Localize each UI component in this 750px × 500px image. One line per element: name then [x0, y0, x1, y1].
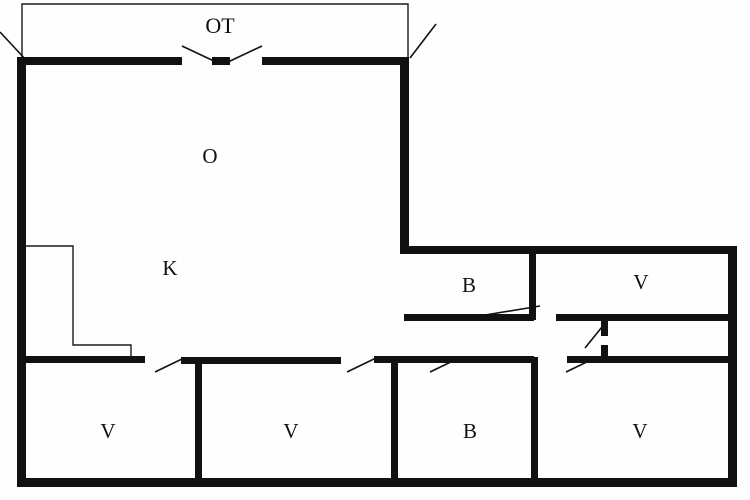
room-label-bedroom-bottom-2: V	[283, 419, 298, 443]
wall-exterior-left	[17, 57, 26, 487]
door-swing-top-center-left	[181, 45, 217, 63]
room-label-terrace: OT	[205, 13, 235, 38]
wall-vertical-center	[400, 57, 409, 254]
wall-bottom-row-top-b	[181, 357, 341, 364]
door-swing-bedroom-4	[565, 357, 596, 373]
stair-counter-outline	[26, 245, 132, 358]
wall-exterior-right	[728, 250, 737, 487]
wall-exterior-bottom	[17, 478, 737, 487]
door-stub-hall-upper	[601, 318, 608, 336]
door-swing-bath-bottom	[429, 357, 460, 373]
wall-hall-upper-segment	[556, 314, 608, 321]
room-label-bedroom-upper-right: V	[633, 270, 648, 294]
wall-right-wing-top	[400, 246, 737, 254]
wall-bottom-divider-1	[195, 360, 202, 484]
interior-walls	[17, 250, 737, 484]
room-label-kitchen: K	[162, 256, 177, 280]
wall-top-left-segment	[17, 57, 182, 65]
wall-bottom-row-top-e	[567, 356, 737, 363]
door-swing-top-center-right	[227, 45, 263, 63]
wall-top-right-segment	[262, 57, 408, 65]
wall-bottom-divider-2	[391, 357, 398, 484]
wall-bottom-row-top-a	[17, 356, 145, 363]
wall-bottom-row-top-c	[374, 356, 460, 363]
room-label-bedroom-bottom-1: V	[100, 419, 115, 443]
door-swing-hallway	[584, 321, 607, 349]
door-swing-top-right	[409, 23, 437, 59]
wall-bottom-divider-3	[531, 357, 538, 484]
door-swing-bedroom-2	[346, 357, 377, 373]
wall-upper-b-v-divider	[529, 250, 536, 320]
door-swing-bedroom-1	[154, 357, 185, 373]
door-swing-top-left	[0, 31, 27, 61]
exterior-walls	[17, 57, 737, 487]
wall-bottom-row-top-d	[458, 356, 534, 363]
room-label-bath-bottom: B	[463, 419, 477, 443]
door-post-center-top	[212, 57, 230, 65]
door-swings	[0, 23, 607, 373]
wall-upper-v-bottom	[608, 314, 737, 321]
room-labels: OT O K B V V V B V	[100, 13, 648, 443]
door-stub-hall-lower	[601, 345, 608, 359]
room-label-bath-upper-right: B	[462, 273, 476, 297]
door-swing-bath-upper	[454, 305, 541, 321]
room-label-living-room: O	[202, 144, 217, 168]
terrace-outline	[21, 3, 409, 58]
room-label-bedroom-bottom-4: V	[632, 419, 647, 443]
